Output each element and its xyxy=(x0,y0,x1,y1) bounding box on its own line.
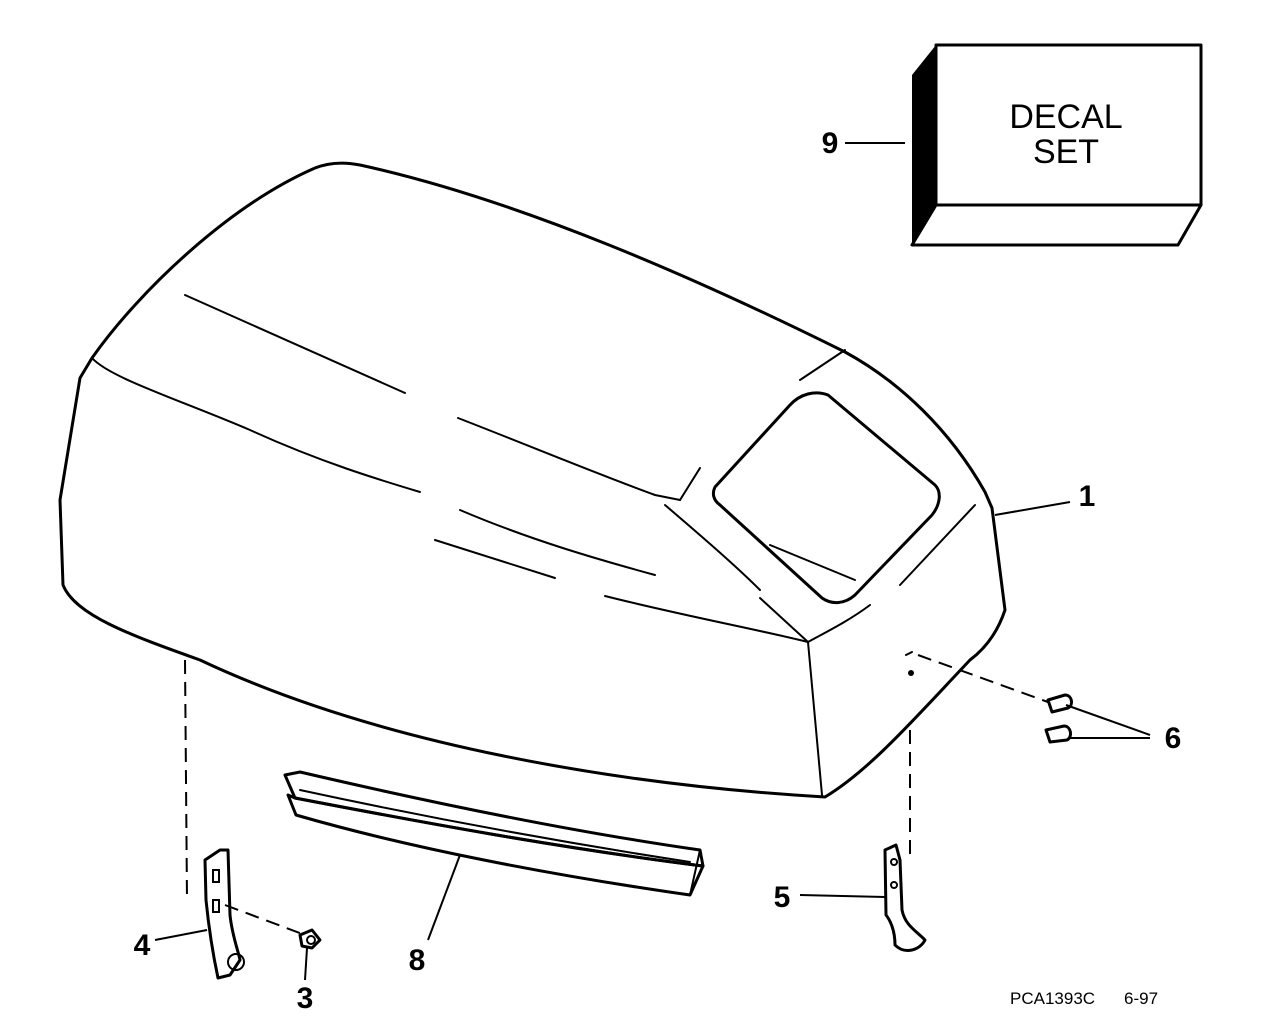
callout-6: 6 xyxy=(1165,722,1182,755)
callout-9: 9 xyxy=(822,127,839,160)
leader-4 xyxy=(154,929,208,941)
decal-label-line1: DECAL xyxy=(1009,98,1122,136)
callout-1: 1 xyxy=(1079,480,1096,513)
callout-4: 4 xyxy=(134,929,151,962)
drawing-code: PCA1393C xyxy=(1010,989,1095,1008)
left-bracket xyxy=(203,848,245,980)
leader-1 xyxy=(994,501,1071,516)
seal-strip xyxy=(283,770,705,897)
decal-set-box: DECAL SET xyxy=(910,43,1203,247)
callout-5: 5 xyxy=(774,881,791,914)
callout-3: 3 xyxy=(297,982,314,1015)
leader-6a xyxy=(1065,704,1151,736)
drawing-date: 6-97 xyxy=(1124,989,1158,1008)
leader-3 xyxy=(304,947,308,981)
assembly-line-rivet xyxy=(917,654,1049,703)
decal-label-line2: SET xyxy=(1033,133,1099,171)
engine-cover xyxy=(58,161,1007,799)
leader-5 xyxy=(799,894,886,898)
assembly-line-left xyxy=(184,659,188,901)
callout-8: 8 xyxy=(409,944,426,977)
screw xyxy=(298,928,322,950)
assembly-line-screw xyxy=(224,904,306,936)
rivet-upper xyxy=(1046,693,1074,714)
rivet-lower xyxy=(1044,724,1073,744)
leader-8 xyxy=(427,854,461,941)
right-bracket xyxy=(883,843,927,952)
